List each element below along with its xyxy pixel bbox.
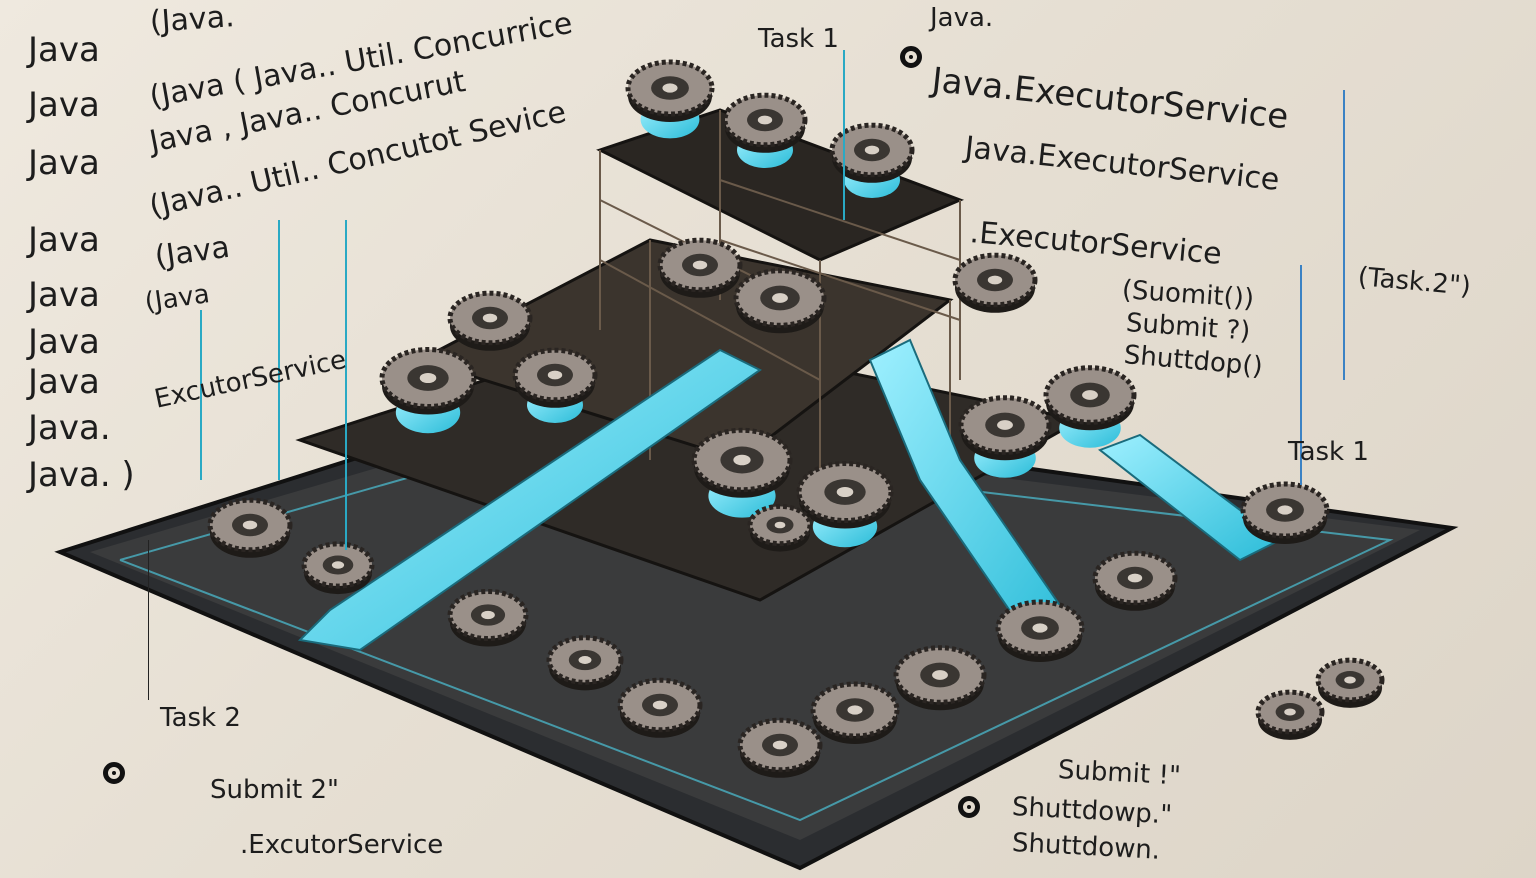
bracket-line xyxy=(1343,90,1345,380)
java-prefix: Java. xyxy=(930,3,994,33)
gear-icon xyxy=(617,677,703,738)
gear-icon xyxy=(810,681,900,745)
gear-icon xyxy=(995,599,1085,663)
bullet-target-icon xyxy=(958,796,980,818)
gear-icon xyxy=(657,237,743,298)
gear-icon xyxy=(301,541,375,595)
executor-service-label: .ExcutorService xyxy=(240,830,444,860)
gear-icon xyxy=(829,122,915,198)
connector-line xyxy=(148,540,149,700)
gear-icon xyxy=(546,635,624,691)
conveyor-left xyxy=(297,348,762,652)
java-line: Java xyxy=(28,143,100,183)
gear-icon xyxy=(722,92,808,168)
java-line: Java xyxy=(28,220,100,260)
gear-icon xyxy=(747,503,813,552)
connector-line xyxy=(200,310,202,480)
gear-icon xyxy=(952,252,1038,313)
gear-icon xyxy=(1240,481,1330,545)
code-line: (Java. xyxy=(148,0,236,40)
task-1-label: Task 1 xyxy=(758,24,839,54)
task-1-label: Task 1 xyxy=(1288,437,1369,467)
java-line: Java xyxy=(28,322,100,362)
gear-icon xyxy=(1315,657,1385,708)
gear-icon xyxy=(733,268,827,334)
connector-line xyxy=(843,50,845,220)
connector-line xyxy=(278,220,280,480)
gear-icon xyxy=(207,497,293,558)
gear-icon xyxy=(958,395,1052,478)
java-line: Java xyxy=(28,30,100,70)
gear-icon xyxy=(1092,550,1178,611)
gear-icon xyxy=(447,588,529,647)
gear-icon xyxy=(1255,689,1325,740)
submit-label: Submit !" xyxy=(1057,755,1182,792)
java-line: Java. xyxy=(28,408,111,448)
submit-label: Submit 2" xyxy=(210,775,339,805)
gear-icon xyxy=(447,290,533,351)
gear-icon xyxy=(1043,365,1137,448)
platform-glow-edge xyxy=(119,438,1394,822)
gear-icon xyxy=(737,717,823,778)
gear-icon xyxy=(379,346,477,434)
gear-icon xyxy=(625,59,715,139)
java-line: Java xyxy=(28,275,100,315)
java-line: Java xyxy=(28,362,100,402)
java-line: Java xyxy=(28,85,100,125)
gear-icon xyxy=(893,645,987,711)
gear-icon xyxy=(691,427,793,518)
task-2-label: Task 2 xyxy=(160,703,241,733)
gear-icon xyxy=(512,347,598,423)
platform-surface xyxy=(90,420,1420,840)
bracket-line xyxy=(1300,265,1302,485)
bullet-target-icon xyxy=(103,762,125,784)
connector-line xyxy=(345,220,347,550)
gear-icon xyxy=(796,460,894,548)
java-line: Java. ) xyxy=(28,455,135,495)
bullet-target-icon xyxy=(900,46,922,68)
